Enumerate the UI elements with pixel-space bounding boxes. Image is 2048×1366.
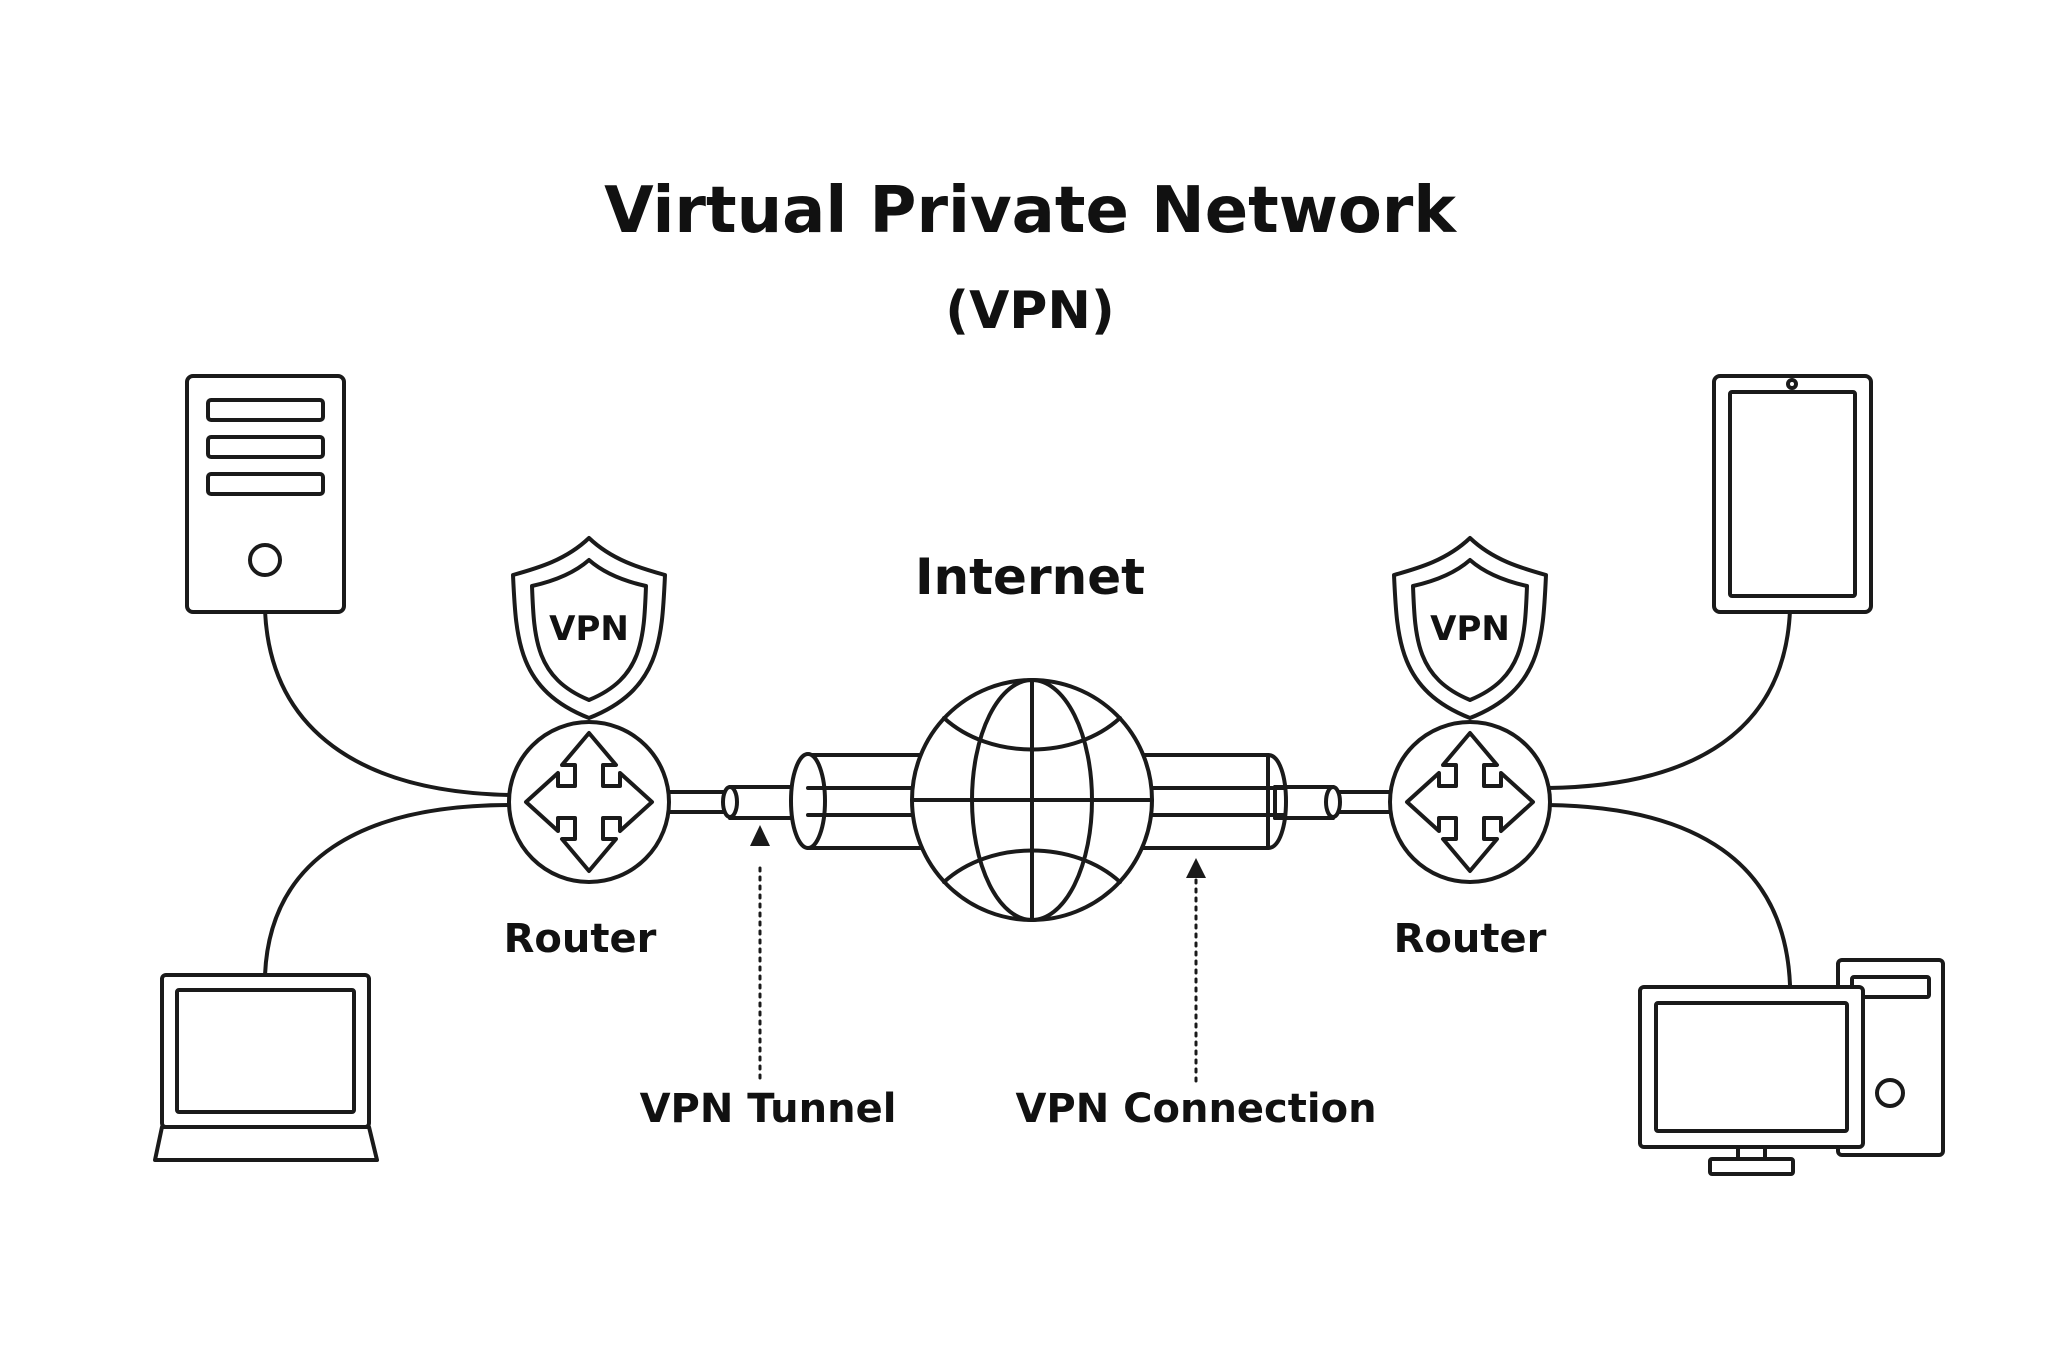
internet-label: Internet [915,548,1145,606]
tablet-icon [1712,374,1873,614]
cable-laptop-left-router [263,803,512,977]
vpn-connection-label: VPN Connection [1015,1086,1376,1132]
vpn-tunnel-label: VPN Tunnel [640,1086,897,1132]
vpn-tunnel-left [721,785,802,820]
desktop-icon [1638,958,1945,1176]
cable-desktop-right-router [1546,803,1792,987]
shield-label: VPN [1430,609,1510,649]
cables [263,608,1792,987]
vpn-connection-right [1128,753,1288,850]
vpn-tunnel-right [1273,785,1342,820]
globe-icon [910,678,1154,922]
shield-icon: VPN [1392,536,1548,720]
diagram-subtitle: (VPN) [945,281,1114,341]
shield-label: VPN [549,609,629,649]
cable-right-router-tunnel [1334,790,1392,814]
left-router-label: Router [504,916,657,962]
cable-tablet-right-router [1546,608,1792,790]
diagram-title: Virtual Private Network [604,174,1457,248]
laptop-icon [153,973,379,1162]
cable-left-router-tunnel [666,790,727,814]
router-icon [507,720,671,884]
shield-icon: VPN [511,536,667,720]
cable-server-left-router [263,608,512,797]
right-router-label: Router [1394,916,1547,962]
router-icon [1388,720,1552,884]
server-icon [185,374,346,614]
tunnel-pointer [750,825,770,1084]
connection-pointer [1186,858,1206,1084]
